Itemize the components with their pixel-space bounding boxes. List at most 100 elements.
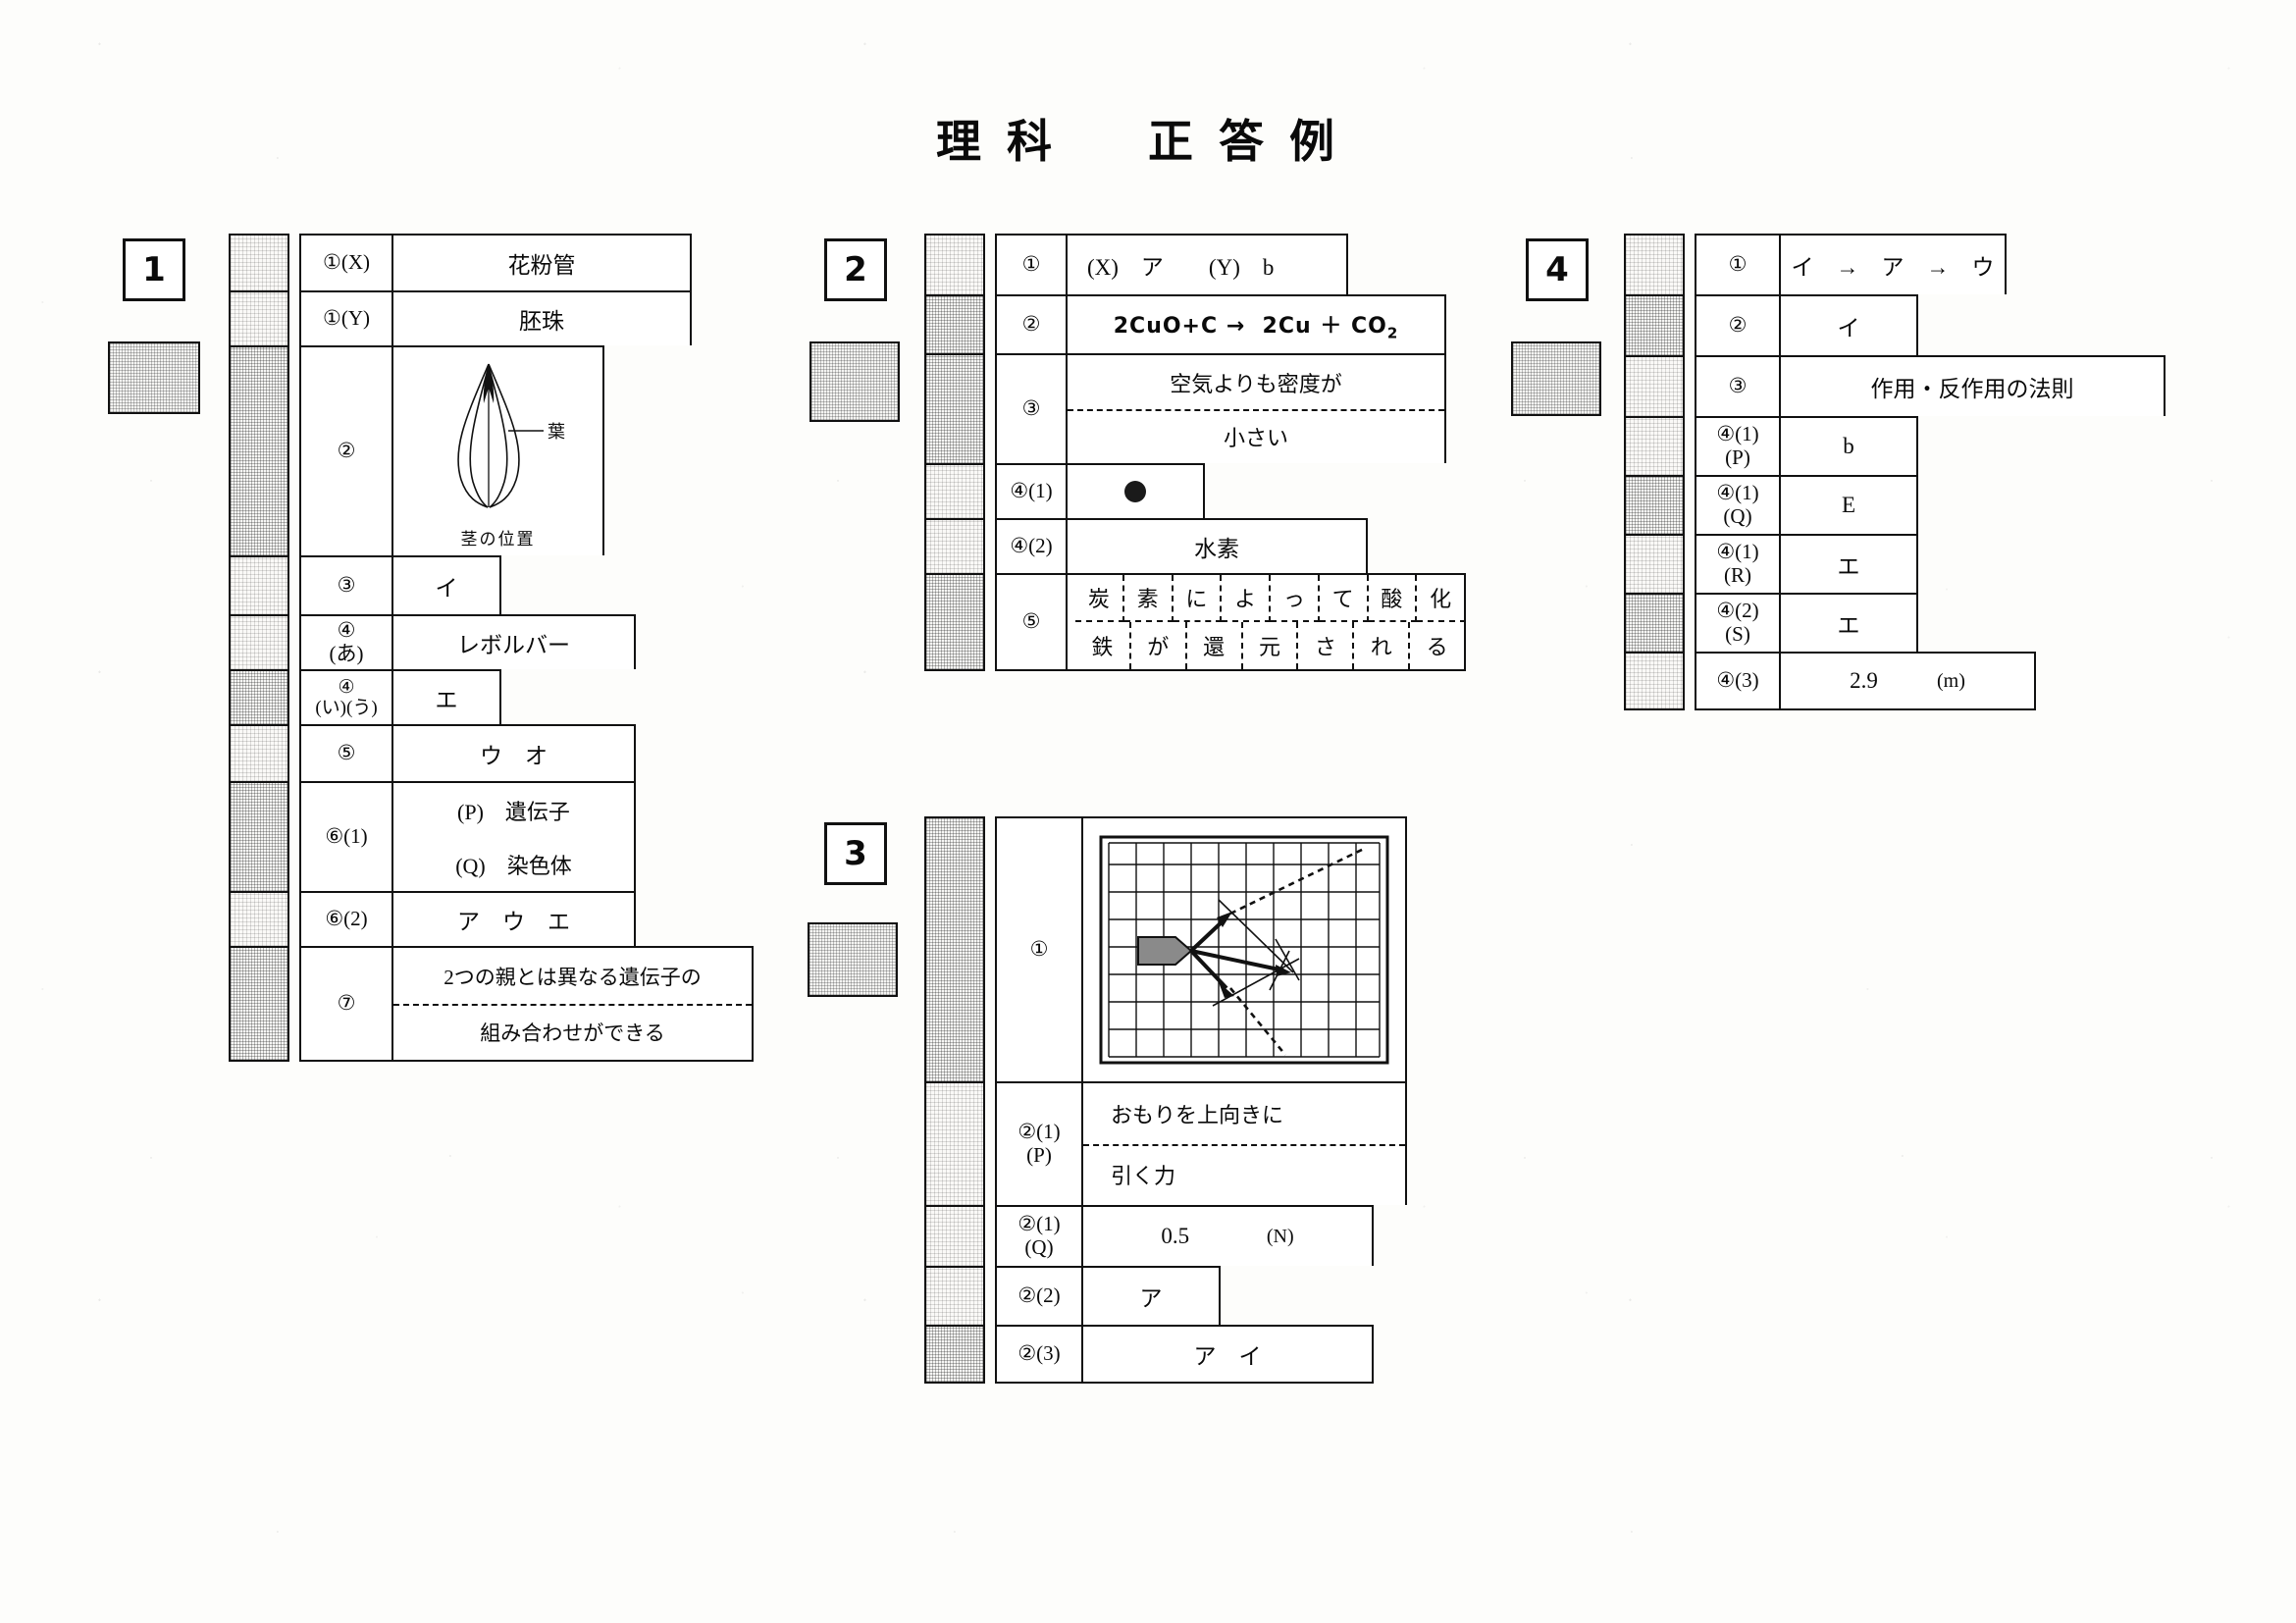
- table-row[interactable]: ③ イ: [299, 555, 692, 614]
- mark-cell[interactable]: [924, 1081, 985, 1205]
- section-3-mark-strip[interactable]: [924, 816, 985, 1384]
- mark-cell[interactable]: [229, 234, 289, 290]
- mark-cell[interactable]: [229, 290, 289, 345]
- table-row[interactable]: ③ 空気よりも密度が 小さい: [995, 353, 1446, 463]
- grid-cell[interactable]: れ: [1354, 622, 1411, 669]
- table-row[interactable]: ④(1) (R) エ: [1695, 534, 2166, 593]
- row-answer[interactable]: (X) ア (Y) b: [1068, 234, 1348, 294]
- row-answer[interactable]: イ → ア → ウ: [1781, 234, 2007, 294]
- mark-cell[interactable]: [1624, 475, 1685, 534]
- table-row[interactable]: ④ (い)(う) エ: [299, 669, 692, 724]
- mark-cell[interactable]: [1624, 416, 1685, 475]
- row-answer[interactable]: イ: [393, 555, 501, 614]
- mark-cell[interactable]: [1624, 355, 1685, 416]
- mark-cell[interactable]: [924, 463, 985, 518]
- table-row[interactable]: ②(3) ア イ: [995, 1325, 1407, 1384]
- grid-cell[interactable]: 鉄: [1075, 622, 1131, 669]
- grid-cell[interactable]: 素: [1123, 575, 1174, 622]
- table-row[interactable]: ④(2) (S) エ: [1695, 593, 2166, 652]
- grid-cell[interactable]: 元: [1243, 622, 1299, 669]
- section-1-mark-strip[interactable]: [229, 234, 289, 1062]
- table-row[interactable]: ⑥(1) (P) 遺伝子 (Q) 染色体: [299, 781, 692, 891]
- mark-cell[interactable]: [229, 555, 289, 614]
- row-answer[interactable]: b: [1781, 416, 1918, 475]
- mark-cell[interactable]: [1624, 593, 1685, 652]
- row-answer[interactable]: イ: [1781, 294, 1918, 355]
- grid-cell[interactable]: 炭: [1075, 575, 1124, 622]
- row-answer-leaf-diagram[interactable]: 葉 茎の位置: [393, 345, 604, 555]
- row-answer-force-diagram[interactable]: [1083, 816, 1407, 1081]
- mark-cell[interactable]: [924, 234, 985, 294]
- row-answer[interactable]: 2.9 (m): [1781, 652, 2036, 710]
- table-row[interactable]: ④(1) (P) b: [1695, 416, 2166, 475]
- grid-cell[interactable]: て: [1319, 575, 1369, 622]
- row-answer[interactable]: ア イ: [1083, 1325, 1374, 1384]
- row-answer[interactable]: 花粉管: [393, 234, 692, 290]
- row-answer[interactable]: ウ オ: [393, 724, 636, 781]
- grid-cell[interactable]: さ: [1298, 622, 1355, 669]
- row-answer-character-grid[interactable]: 炭 素 に よ っ て 酸 化 鉄 が 還 元 さ れ る: [1068, 573, 1467, 671]
- row-answer[interactable]: (P) 遺伝子 (Q) 染色体: [393, 781, 636, 891]
- mark-cell[interactable]: [229, 781, 289, 891]
- row-answer[interactable]: エ: [393, 669, 501, 724]
- mark-cell[interactable]: [229, 669, 289, 724]
- table-row[interactable]: ⑥(2) ア ウ エ: [299, 891, 692, 946]
- grid-cell[interactable]: が: [1131, 622, 1187, 669]
- row-answer[interactable]: 胚珠: [393, 290, 692, 345]
- mark-cell[interactable]: [924, 573, 985, 671]
- mark-cell[interactable]: [1624, 652, 1685, 710]
- section-4-score-box[interactable]: [1511, 341, 1601, 416]
- mark-cell[interactable]: [924, 1205, 985, 1266]
- table-row[interactable]: ⑦ 2つの親とは異なる遺伝子の 組み合わせができる: [299, 946, 754, 1062]
- row-answer-chemical-equation[interactable]: 2CuO+C → 2Cu ＋ CO2: [1068, 294, 1446, 353]
- table-row[interactable]: ② 2CuO+C → 2Cu ＋ CO2: [995, 294, 1446, 353]
- table-row[interactable]: ① イ → ア → ウ: [1695, 234, 2166, 294]
- grid-cell[interactable]: 還: [1187, 622, 1243, 669]
- table-row[interactable]: ④(3) 2.9 (m): [1695, 652, 2166, 710]
- table-row[interactable]: ②(1) (P) おもりを上向きに 引く力: [995, 1081, 1407, 1205]
- table-row[interactable]: ② イ: [1695, 294, 2166, 355]
- table-row[interactable]: ②(2) ア: [995, 1266, 1407, 1325]
- mark-cell[interactable]: [924, 353, 985, 463]
- grid-cell[interactable]: 化: [1417, 575, 1466, 622]
- row-answer[interactable]: ア ウ エ: [393, 891, 636, 946]
- mark-cell[interactable]: [229, 891, 289, 946]
- mark-cell[interactable]: [229, 614, 289, 669]
- mark-cell[interactable]: [1624, 534, 1685, 593]
- table-row[interactable]: ② 葉 茎の位置: [299, 345, 692, 555]
- section-4-mark-strip[interactable]: [1624, 234, 1685, 710]
- row-answer[interactable]: 0.5 (N): [1083, 1205, 1374, 1266]
- table-row[interactable]: ①: [995, 816, 1407, 1081]
- section-1-score-box[interactable]: [108, 341, 200, 414]
- grid-cell[interactable]: 酸: [1368, 575, 1418, 622]
- table-row[interactable]: ④ (あ) レボルバー: [299, 614, 692, 669]
- section-2-score-box[interactable]: [809, 341, 900, 422]
- section-3-score-box[interactable]: [808, 922, 898, 997]
- table-row[interactable]: ⑤ ウ オ: [299, 724, 692, 781]
- row-answer[interactable]: 水素: [1068, 518, 1368, 573]
- mark-cell[interactable]: [924, 294, 985, 353]
- table-row[interactable]: ④(1) (Q) E: [1695, 475, 2166, 534]
- mark-cell[interactable]: [229, 724, 289, 781]
- table-row[interactable]: ③ 作用・反作用の法則: [1695, 355, 2166, 416]
- row-answer[interactable]: ア: [1083, 1266, 1221, 1325]
- table-row[interactable]: ④(1): [995, 463, 1446, 518]
- table-row[interactable]: ① (X) ア (Y) b: [995, 234, 1446, 294]
- section-2-mark-strip[interactable]: [924, 234, 985, 671]
- row-answer[interactable]: おもりを上向きに 引く力: [1083, 1081, 1407, 1205]
- table-row[interactable]: ②(1) (Q) 0.5 (N): [995, 1205, 1407, 1266]
- mark-cell[interactable]: [229, 946, 289, 1062]
- table-row[interactable]: ④(2) 水素: [995, 518, 1446, 573]
- grid-cell[interactable]: に: [1173, 575, 1223, 622]
- table-row[interactable]: ①(X) 花粉管: [299, 234, 692, 290]
- mark-cell[interactable]: [229, 345, 289, 555]
- mark-cell[interactable]: [924, 1266, 985, 1325]
- grid-cell[interactable]: る: [1410, 622, 1467, 669]
- mark-cell[interactable]: [924, 518, 985, 573]
- mark-cell[interactable]: [1624, 294, 1685, 355]
- mark-cell[interactable]: [924, 1325, 985, 1384]
- grid-cell[interactable]: っ: [1271, 575, 1320, 622]
- table-row[interactable]: ①(Y) 胚珠: [299, 290, 692, 345]
- row-answer-dot[interactable]: [1068, 463, 1205, 518]
- row-answer[interactable]: エ: [1781, 593, 1918, 652]
